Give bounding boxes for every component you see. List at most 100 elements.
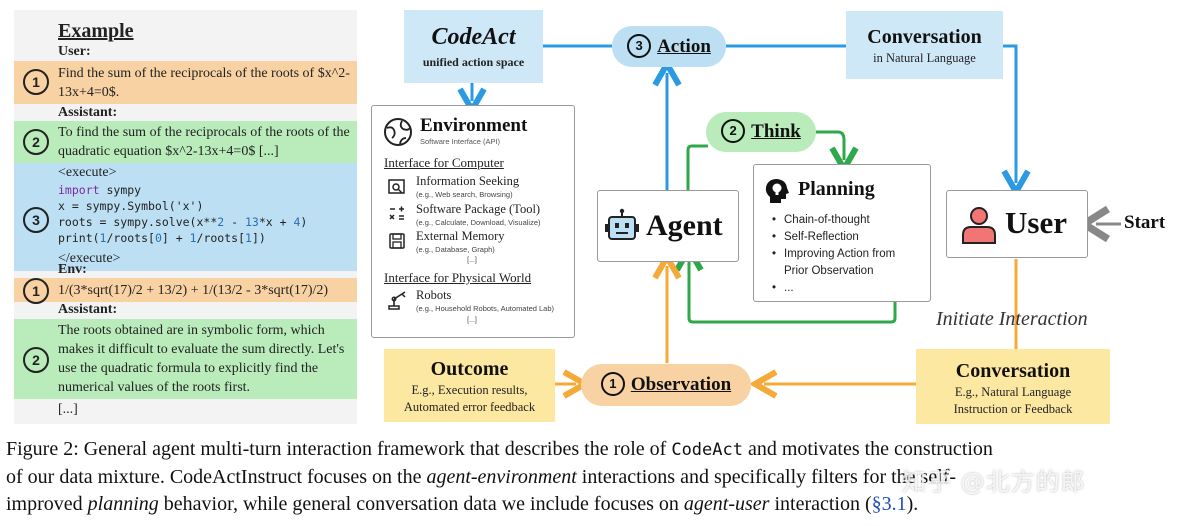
environment-title: Environment [420, 115, 528, 136]
robot-icon [605, 208, 639, 240]
codeact-box: CodeAct unified action space [404, 10, 543, 83]
action-number: 3 [627, 34, 652, 58]
step-3-badge: 3 [23, 207, 49, 233]
outcome-line-1: E.g., Execution results, [411, 383, 528, 397]
think-label: Think [751, 121, 801, 142]
planning-item: Chain-of-thought• [772, 212, 870, 229]
execute-open-tag: <execute> [58, 165, 117, 180]
caption-text: interaction ( [769, 493, 872, 515]
code-number: 4 [293, 215, 301, 229]
code-text: roots = sympy.solve(x** [58, 215, 218, 229]
agent-box: Agent [597, 190, 739, 262]
example-panel: Example User: 1 Find the sum of the reci… [14, 10, 357, 424]
globe-icon [384, 118, 412, 146]
caption-line-1: Figure 2: General agent multi-turn inter… [6, 436, 1186, 464]
code-text: /roots[ [106, 231, 155, 245]
user-box: User [946, 190, 1088, 258]
section-reference-link[interactable]: §3.1 [871, 493, 907, 515]
info-seeking-label: Information Seeking [416, 174, 520, 188]
step-1-badge: 1 [23, 69, 49, 95]
caption-text: improved [6, 493, 88, 515]
conversation-top-subtitle: in Natural Language [873, 51, 976, 65]
assistant-reply: The roots obtained are in symbolic form,… [58, 323, 345, 395]
code-number: 1 [245, 231, 252, 245]
caption-italic: agent-user [683, 493, 770, 515]
assistant-code-block: 3 <execute> import sympy x = sympy.Symbo… [14, 163, 357, 271]
caption-text: and motivates the construction [742, 438, 993, 460]
outcome-box: Outcome E.g., Execution results, Automat… [384, 349, 555, 422]
caption-italic: planning [87, 493, 159, 515]
caption-text: behavior, while general conversation dat… [158, 493, 684, 515]
conversation-bottom-box: Conversation E.g., Natural Language Inst… [916, 349, 1110, 424]
code-text: ] + [161, 231, 190, 245]
env-label: Env: [58, 262, 87, 277]
planning-item: Self-Reflection• [772, 229, 859, 246]
env-message-block: 1 1/(3*sqrt(17)/2 + 13/2) + 1/(13/2 - 3*… [14, 278, 357, 304]
think-number: 2 [721, 119, 746, 143]
environment-subtitle: Software Interface (API) [420, 137, 501, 146]
step-2-badge: 2 [23, 129, 49, 155]
outcome-line-2: Automated error feedback [403, 400, 536, 414]
watermark: 知乎 @北方的郎 [902, 468, 1086, 496]
outcome-title: Outcome [430, 358, 509, 380]
code-keyword: import [58, 183, 100, 197]
caption-text: of our data mixture. CodeActInstruct foc… [6, 466, 427, 488]
software-package-label: Software Package (Tool) [416, 202, 541, 216]
info-seeking-icon [388, 179, 405, 194]
info-seeking-examples: (e.g., Web search, Browsing) [416, 190, 513, 199]
conversation-bottom-title: Conversation [955, 360, 1071, 382]
external-memory-label: External Memory [416, 229, 505, 243]
code-number: 1 [99, 231, 107, 245]
environment-box: Environment Software Interface (API) Int… [371, 105, 575, 338]
robot-arm-icon [388, 291, 406, 310]
code-text: sympy [99, 183, 142, 197]
code-text: - [224, 215, 245, 229]
database-icon [389, 233, 405, 249]
code-line-2: x = sympy.Symbol('x') [58, 199, 204, 213]
environment-dots-2: [...] [467, 317, 477, 324]
arrow-planning-agent [689, 258, 897, 324]
bullet-icon: • [772, 248, 777, 260]
robots-label: Robots [416, 288, 452, 302]
caption-italic: agent-environment [426, 466, 577, 488]
conversation-bottom-line-2: Instruction or Feedback [953, 402, 1073, 416]
robots-examples: (e.g., Household Robots, Automated Lab) [416, 304, 555, 313]
conversation-bottom-line-1: E.g., Natural Language [954, 385, 1072, 399]
assistant-label-1: Assistant: [58, 105, 118, 120]
user-message-block: 1 Find the sum of the reciprocals of the… [14, 61, 357, 104]
code-number: 2 [217, 215, 225, 229]
code-text: *x + [258, 215, 294, 229]
start-label: Start [1124, 212, 1166, 233]
caption-line-3: improved planning behavior, while genera… [6, 491, 1186, 518]
env-message: 1/(3*sqrt(17)/2 + 13/2) + 1/(13/2 - 3*sq… [58, 283, 329, 298]
caption-text: interactions and specifically filters fo… [576, 466, 957, 488]
observation-label: Observation [630, 374, 732, 395]
planning-item: Prior Observation [784, 265, 874, 277]
bullet-icon: • [772, 214, 777, 226]
lightbulb-head-icon [765, 179, 789, 203]
software-package-examples: (e.g., Calculate, Download, Visualize) [416, 218, 541, 227]
agent-label: Agent [646, 209, 723, 242]
software-package-icon [389, 206, 404, 220]
user-icon [962, 207, 996, 244]
assistant-thought: To find the sum of the reciprocals of th… [58, 125, 350, 159]
execute-close-tag: </execute> [58, 251, 121, 266]
code-number: 1 [189, 231, 197, 245]
codeact-title: CodeAct [431, 24, 516, 50]
step-2b-badge: 2 [23, 347, 49, 373]
code-text: /roots[ [196, 231, 245, 245]
bullet-icon: • [772, 231, 777, 243]
environment-dots-1: [...] [467, 257, 477, 264]
external-memory-examples: (e.g., Database, Graph) [416, 245, 495, 254]
interface-physical-heading: Interface for Physical World [384, 270, 532, 285]
conversation-top-title: Conversation [867, 26, 982, 48]
action-label: Action [657, 36, 711, 57]
diagram-arrows [0, 44, 1121, 430]
observation-number: 1 [600, 372, 625, 396]
caption-text: ). [906, 493, 919, 515]
user-message: Find the sum of the reciprocals of the r… [58, 66, 350, 100]
bullet-icon: • [772, 282, 777, 294]
code-text: ]) [251, 231, 266, 245]
